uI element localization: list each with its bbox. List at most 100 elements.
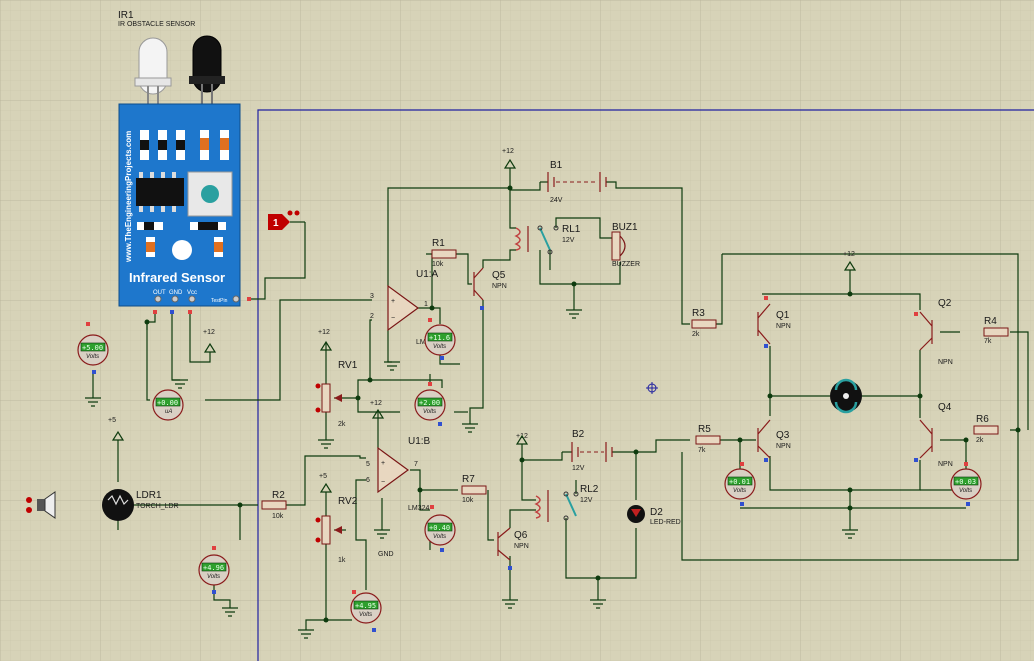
voltmeter-q3[interactable]: +0.01 Volts (724, 468, 756, 500)
svg-text:3: 3 (370, 293, 374, 300)
svg-text:Q5: Q5 (492, 270, 506, 281)
voltmeter-rv1[interactable]: +2.00 Volts (414, 389, 446, 421)
svg-text:Q2: Q2 (938, 298, 952, 309)
svg-text:Q3: Q3 (776, 430, 790, 441)
svg-text:R7: R7 (462, 474, 475, 485)
svg-text:Volts: Volts (433, 344, 446, 350)
svg-text:Volts: Volts (433, 534, 446, 540)
voltmeter-u1a-out[interactable]: +11.6 Volts (424, 324, 456, 356)
power-terminal-12v-u1b[interactable]: +12 (370, 400, 385, 419)
svg-text:+4.96: +4.96 (203, 564, 224, 572)
ir-pin-vcc-label: Vcc (187, 290, 197, 296)
svg-text:+2.00: +2.00 (419, 399, 440, 407)
potentiometer-rv2[interactable]: RV2 1k (315, 496, 358, 564)
ir-obstacle-sensor[interactable]: IR1 IR OBSTACLE SENSOR www.TheEngineerin… (118, 10, 241, 307)
svg-text:24V: 24V (550, 197, 563, 204)
svg-text:+12: +12 (318, 329, 330, 336)
resistor-r7[interactable]: R7 10k (461, 474, 487, 504)
svg-text:−: − (391, 315, 395, 322)
voltmeter-ir-vcc[interactable]: +5.00 Volts (77, 334, 109, 366)
svg-text:+0.03: +0.03 (955, 478, 976, 486)
potentiometer-rv1[interactable]: RV1 2k (315, 360, 358, 428)
transistor-q2[interactable]: Q2 NPN (919, 298, 953, 366)
transistor-q4[interactable]: Q4 NPN (919, 402, 953, 468)
ammeter-ir-out[interactable]: +0.00 uA (152, 389, 184, 421)
gnd-label: GND (378, 551, 394, 558)
led-d2[interactable]: D2 LED-RED (627, 505, 681, 526)
resistor-r2[interactable]: R2 10k (261, 490, 287, 520)
terminal-1[interactable]: 1 (268, 210, 305, 231)
svg-text:NPN: NPN (938, 461, 953, 468)
ir-trimpot-icon (187, 171, 233, 217)
svg-text:−: − (381, 479, 385, 486)
ldr1[interactable]: LDR1 TORCH_LDR (102, 489, 179, 521)
power-terminal-12v-ir[interactable]: +12 (203, 329, 217, 353)
ir-pin-gnd-label: GND (169, 290, 183, 296)
svg-text:10k: 10k (432, 261, 444, 268)
svg-text:+12: +12 (502, 148, 514, 155)
resistor-r1[interactable]: R1 10k (431, 238, 457, 268)
dc-motor-icon[interactable] (830, 378, 862, 414)
svg-text:Q6: Q6 (514, 530, 528, 541)
voltmeter-u1b-out[interactable]: +0.40 Volts (424, 514, 456, 546)
svg-text:D2: D2 (650, 507, 663, 518)
svg-text:+0.40: +0.40 (429, 524, 450, 532)
ir-ref: IR1 (118, 10, 134, 21)
relay-rl2[interactable]: RL2 12V (534, 484, 599, 522)
buzzer-buz1[interactable]: BUZ1 BUZZER (611, 222, 640, 268)
svg-text:R2: R2 (272, 490, 285, 501)
svg-text:2k: 2k (692, 331, 700, 338)
opamp-u1b-ref: U1:B (408, 436, 431, 447)
ir-led-white-icon (134, 37, 172, 108)
power-terminal-12v-q6[interactable]: +12 (515, 433, 529, 445)
transistor-q3[interactable]: Q3 NPN (757, 419, 791, 459)
svg-text:6: 6 (366, 477, 370, 484)
svg-text:B2: B2 (572, 429, 585, 440)
resistor-r5[interactable]: R5 7k (695, 424, 721, 454)
speaker-icon[interactable] (26, 491, 56, 519)
svg-text:7: 7 (414, 461, 418, 468)
power-terminal-12v-hbridge[interactable]: +12 (843, 251, 857, 271)
svg-text:5: 5 (366, 461, 370, 468)
transistor-q1[interactable]: Q1 NPN (757, 303, 791, 345)
svg-text:Volts: Volts (733, 488, 746, 494)
svg-text:R4: R4 (984, 316, 997, 327)
transistor-q6[interactable]: Q6 NPN (497, 527, 529, 561)
voltmeter-q4[interactable]: +0.03 Volts (950, 468, 982, 500)
svg-text:Volts: Volts (207, 574, 220, 580)
svg-text:1: 1 (273, 218, 279, 229)
ground-symbols (85, 309, 858, 639)
ir-title: Infrared Sensor (129, 270, 225, 285)
svg-text:1: 1 (424, 301, 428, 308)
svg-text:RL1: RL1 (562, 224, 581, 235)
svg-text:LED-RED: LED-RED (650, 519, 681, 526)
resistor-r4[interactable]: R4 7k (983, 316, 1009, 345)
svg-text:Volts: Volts (423, 409, 436, 415)
svg-text:+5: +5 (319, 473, 327, 480)
power-terminal-12v-top[interactable]: +12 (502, 148, 517, 169)
resistor-r6[interactable]: R6 2k (973, 414, 999, 444)
opamp-u1a-ref: U1:A (416, 269, 439, 280)
svg-text:RV2: RV2 (338, 496, 358, 507)
svg-text:12V: 12V (572, 465, 585, 472)
battery-b1[interactable]: B1 24V (547, 160, 607, 204)
battery-b2[interactable]: B2 12V (571, 429, 613, 472)
svg-text:+0.00: +0.00 (157, 399, 178, 407)
relay-rl1[interactable]: RL1 12V (514, 224, 581, 255)
svg-text:2k: 2k (338, 421, 346, 428)
transistor-q5[interactable]: Q5 NPN (473, 267, 507, 301)
resistor-r3[interactable]: R3 2k (691, 308, 717, 338)
power-terminal-12v-rv1[interactable]: +12 (318, 329, 333, 351)
ir-comparator-ic-icon (136, 172, 184, 212)
voltmeter-ldr[interactable]: +4.96 Volts (198, 554, 230, 586)
power-terminal-5v-ldr[interactable]: +5 (108, 417, 125, 441)
svg-text:+0.01: +0.01 (729, 478, 750, 486)
svg-text:NPN: NPN (514, 543, 529, 550)
svg-text:7k: 7k (984, 338, 992, 345)
power-terminal-5v-rv2[interactable]: +5 (319, 473, 333, 493)
svg-text:2k: 2k (976, 437, 984, 444)
voltmeter-rv2[interactable]: +4.95 Volts (350, 592, 382, 624)
svg-text:10k: 10k (462, 497, 474, 504)
svg-text:+: + (391, 298, 395, 305)
opamp-u1b[interactable]: + − 5 6 7 U1:B LM324 (366, 436, 431, 512)
